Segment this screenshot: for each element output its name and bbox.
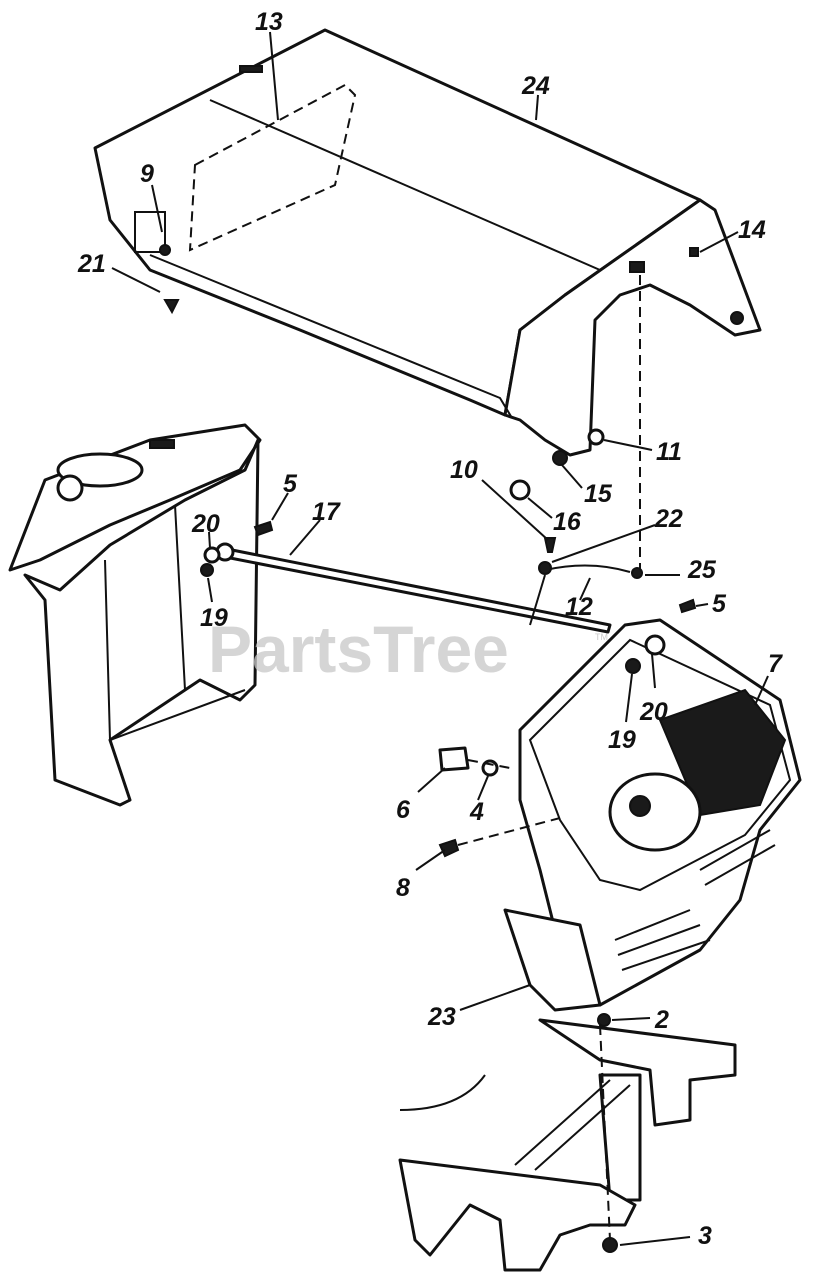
lower-skirt-23	[503, 908, 602, 1012]
grille-assembly	[503, 618, 802, 1027]
watermark-trademark: TM	[595, 632, 608, 642]
partstree-watermark: PartsTree	[208, 612, 509, 686]
frame-side-rail	[398, 1158, 637, 1272]
callout-label: 15	[584, 480, 613, 508]
nut-15	[552, 450, 568, 466]
callout-label: 2	[654, 1006, 669, 1034]
callout-label: 8	[396, 874, 410, 902]
latch-6	[438, 746, 470, 772]
callout-label: 13	[255, 8, 283, 36]
callout-label: 5	[283, 470, 298, 498]
headlight-bulb-8	[629, 795, 651, 817]
dash-gauge	[149, 439, 175, 449]
callout-label: 16	[553, 508, 582, 536]
frame-front-bracket	[538, 1018, 737, 1127]
align-line-bolt-8	[457, 817, 561, 846]
leader-lines	[111, 31, 769, 1246]
callout-label: 10	[450, 456, 478, 484]
callout-label: 24	[521, 72, 550, 100]
dash-front-panel	[23, 438, 260, 807]
hood-crease-line	[209, 99, 601, 271]
callout-label: 6	[396, 796, 411, 824]
nut-19-left	[200, 563, 214, 577]
callout-label: 14	[738, 216, 766, 244]
hood-side-trim	[149, 254, 513, 419]
frame-bolt-3	[602, 1237, 618, 1253]
callout-label: 4	[469, 798, 484, 826]
hood-decal-outline	[188, 83, 357, 252]
headlight-lens	[608, 772, 702, 852]
callout-labels: 13 24 9 21 14 11 10 15 16 22 5 17 20 19 …	[77, 8, 783, 1250]
align-line-frame-bolt	[599, 1024, 611, 1241]
grille-inner-edge	[528, 638, 792, 892]
bolt-8	[438, 838, 460, 858]
frame-assembly	[398, 1018, 737, 1272]
pin-10	[543, 537, 557, 553]
cable-drop	[529, 574, 546, 626]
cable-clip-22	[538, 561, 552, 575]
washer-20-left	[203, 546, 221, 564]
hood-cable-12	[544, 564, 631, 573]
callout-label: 22	[654, 505, 683, 533]
hood-top-panel	[93, 28, 702, 417]
support-rod-assembly	[215, 542, 643, 634]
dash-key-switch	[56, 474, 84, 502]
screw-5-left	[253, 520, 274, 537]
grille-mount-2	[597, 1013, 611, 1027]
callout-label: 19	[608, 726, 636, 754]
alignment-lines	[457, 275, 641, 1241]
align-line-latch	[467, 759, 511, 769]
hood-latch-bracket	[629, 261, 645, 273]
callout-label: 20	[191, 510, 220, 538]
callout-label: 21	[77, 250, 106, 278]
callout-label: 19	[200, 604, 228, 632]
hood-assembly	[93, 28, 762, 457]
hood-bumper-11	[587, 428, 605, 446]
callout-label: 3	[698, 1222, 712, 1250]
callout-label: 25	[687, 556, 717, 584]
callout-label: 11	[656, 438, 682, 466]
callout-label: 23	[427, 1003, 456, 1031]
dash-panel-fold	[104, 504, 186, 741]
dash-panel-assembly	[8, 423, 262, 807]
callout-label: 5	[712, 590, 727, 618]
bushing-16	[509, 479, 531, 501]
frame-cross-member	[514, 1079, 631, 1171]
callout-label: 9	[140, 160, 154, 188]
hood-hinge-hole	[730, 311, 744, 325]
dash-lower-lip	[109, 689, 246, 741]
callout-label: 17	[312, 498, 341, 526]
hood-clip-9	[159, 244, 171, 256]
callout-label: 12	[565, 593, 593, 621]
hood-pivot-14	[689, 247, 699, 257]
screw-21	[163, 299, 180, 315]
cable-screw-25	[631, 567, 643, 579]
hood-rear-tab	[239, 65, 263, 73]
grille-nut-19	[625, 658, 641, 674]
callout-label: 7	[768, 650, 783, 678]
screw-5-right	[678, 598, 697, 614]
callout-label: 20	[639, 698, 668, 726]
grille-washer-20	[644, 634, 666, 656]
frame-arc	[399, 1074, 486, 1111]
grille-side-vents	[614, 829, 776, 971]
hood-side-recess	[134, 211, 166, 253]
